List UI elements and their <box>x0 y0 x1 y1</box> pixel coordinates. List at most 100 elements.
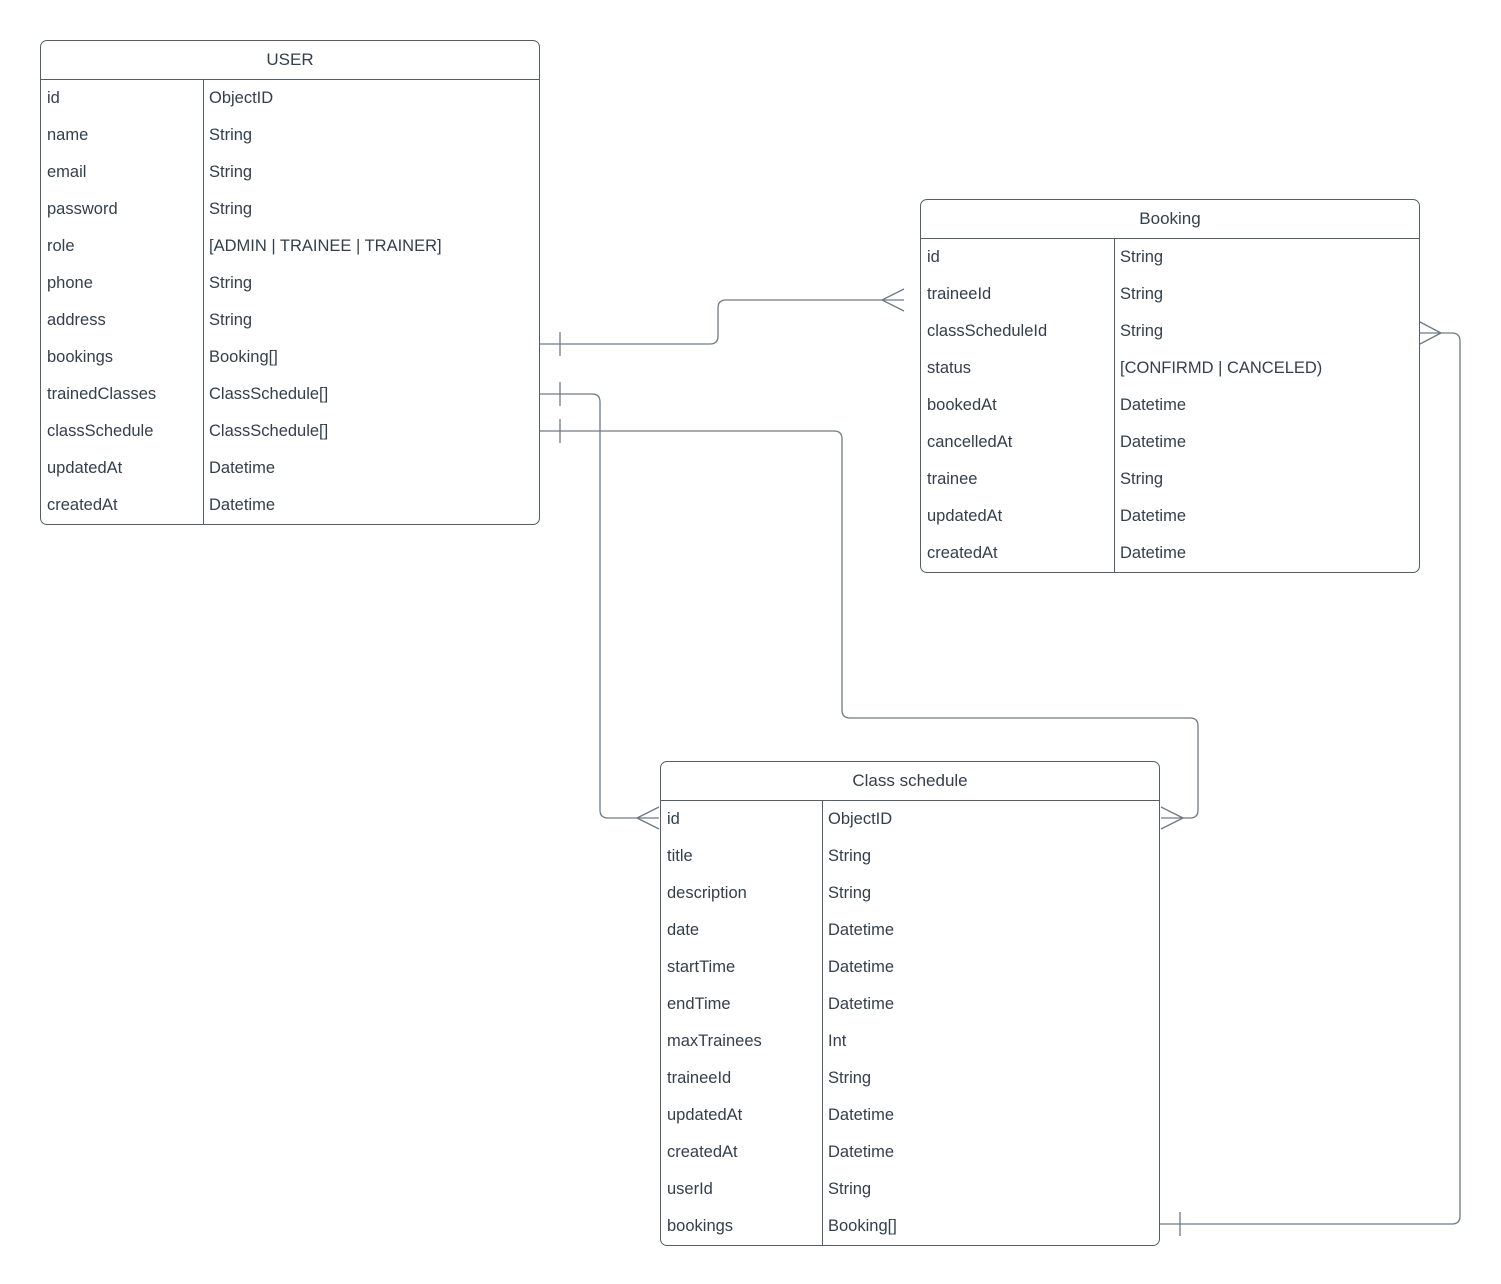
entity-row[interactable]: createdAt Datetime <box>661 1134 1159 1171</box>
entity-row[interactable]: status [CONFIRMD | CANCELED) <box>921 350 1419 387</box>
field-type: Booking[] <box>828 1217 897 1235</box>
entity-row[interactable]: updatedAt Datetime <box>661 1097 1159 1134</box>
field-name: traineeId <box>921 276 1115 313</box>
entity-row[interactable]: description String <box>661 875 1159 912</box>
field-type: String <box>828 1069 872 1087</box>
connector-user-bookings-to-booking[interactable] <box>540 288 905 356</box>
field-name: createdAt <box>41 487 204 524</box>
entity-row[interactable]: bookings Booking[] <box>661 1208 1159 1245</box>
field-type: ObjectID <box>209 89 274 107</box>
entity-row[interactable]: trainee String <box>921 461 1419 498</box>
entity-row[interactable]: traineeId String <box>661 1060 1159 1097</box>
entity-row[interactable]: userId String <box>661 1171 1159 1208</box>
field-name: trainedClasses <box>41 376 204 413</box>
connector-line <box>1160 332 1461 1225</box>
field-type: String <box>1120 248 1164 266</box>
field-type: [ADMIN | TRAINEE | TRAINER] <box>209 237 442 255</box>
field-name: userId <box>661 1171 823 1208</box>
crowsfoot-many-marker <box>1419 321 1442 345</box>
entity-row[interactable]: createdAt Datetime <box>41 487 539 524</box>
entity-body-booking: id String traineeId String classSchedule… <box>921 239 1419 572</box>
field-type: ClassSchedule[] <box>209 422 329 440</box>
field-name: classScheduleId <box>921 313 1115 350</box>
field-name: startTime <box>661 949 823 986</box>
field-type: String <box>209 163 253 181</box>
field-type: Datetime <box>1120 396 1187 414</box>
entity-row[interactable]: name String <box>41 117 539 154</box>
entity-row[interactable]: date Datetime <box>661 912 1159 949</box>
field-name: role <box>41 228 204 265</box>
entity-table-user[interactable]: USER id ObjectID name String email Strin… <box>40 40 540 525</box>
field-type: Datetime <box>1120 433 1187 451</box>
field-type: ObjectID <box>828 810 893 828</box>
field-name: name <box>41 117 204 154</box>
crowsfoot-many-marker <box>636 806 660 830</box>
field-name: id <box>41 80 204 117</box>
field-type: [CONFIRMD | CANCELED) <box>1120 359 1323 377</box>
entity-row[interactable]: traineeId String <box>921 276 1419 313</box>
field-type: Booking[] <box>209 348 278 366</box>
connector-booking-to-classschedule-bookings[interactable] <box>1160 321 1461 1236</box>
entity-row[interactable]: maxTrainees Int <box>661 1023 1159 1060</box>
entity-row[interactable]: id ObjectID <box>661 801 1159 838</box>
field-type: Datetime <box>828 1143 895 1161</box>
entity-row[interactable]: phone String <box>41 265 539 302</box>
field-name: phone <box>41 265 204 302</box>
entity-row[interactable]: createdAt Datetime <box>921 535 1419 572</box>
entity-table-booking[interactable]: Booking id String traineeId String class… <box>920 199 1420 573</box>
field-name: createdAt <box>921 535 1115 572</box>
field-name: bookings <box>661 1208 823 1245</box>
entity-row[interactable]: endTime Datetime <box>661 986 1159 1023</box>
entity-row[interactable]: id ObjectID <box>41 80 539 117</box>
field-name: classSchedule <box>41 413 204 450</box>
connector-user-trainedclasses-to-classschedule[interactable] <box>540 382 660 830</box>
field-type: ClassSchedule[] <box>209 385 329 403</box>
crowsfoot-many-marker <box>1160 806 1184 830</box>
field-type: String <box>209 274 253 292</box>
field-name: updatedAt <box>921 498 1115 535</box>
entity-table-class-schedule[interactable]: Class schedule id ObjectID title String … <box>660 761 1160 1246</box>
field-type: String <box>209 200 253 218</box>
field-name: date <box>661 912 823 949</box>
field-name: bookings <box>41 339 204 376</box>
entity-row[interactable]: classScheduleId String <box>921 313 1419 350</box>
field-name: email <box>41 154 204 191</box>
field-type: Datetime <box>1120 544 1187 562</box>
field-type: String <box>828 884 872 902</box>
entity-row[interactable]: bookings Booking[] <box>41 339 539 376</box>
crowsfoot-many-marker <box>881 288 905 312</box>
field-name: endTime <box>661 986 823 1023</box>
field-type: Datetime <box>209 459 276 477</box>
field-type: String <box>209 126 253 144</box>
field-type: String <box>828 847 872 865</box>
field-type: String <box>209 311 253 329</box>
connector-user-classschedule-to-classschedule[interactable] <box>540 419 1199 830</box>
field-type: String <box>1120 322 1164 340</box>
entity-row[interactable]: email String <box>41 154 539 191</box>
entity-row[interactable]: updatedAt Datetime <box>41 450 539 487</box>
entity-row[interactable]: bookedAt Datetime <box>921 387 1419 424</box>
field-name: title <box>661 838 823 875</box>
entity-row[interactable]: updatedAt Datetime <box>921 498 1419 535</box>
entity-row[interactable]: id String <box>921 239 1419 276</box>
entity-row[interactable]: role [ADMIN | TRAINEE | TRAINER] <box>41 228 539 265</box>
field-name: updatedAt <box>41 450 204 487</box>
entity-row[interactable]: password String <box>41 191 539 228</box>
field-name: description <box>661 875 823 912</box>
field-name: updatedAt <box>661 1097 823 1134</box>
field-name: bookedAt <box>921 387 1115 424</box>
entity-row[interactable]: address String <box>41 302 539 339</box>
entity-title-booking: Booking <box>921 200 1419 239</box>
entity-row[interactable]: title String <box>661 838 1159 875</box>
entity-row[interactable]: startTime Datetime <box>661 949 1159 986</box>
field-type: Datetime <box>828 921 895 939</box>
entity-row[interactable]: trainedClasses ClassSchedule[] <box>41 376 539 413</box>
entity-row[interactable]: cancelledAt Datetime <box>921 424 1419 461</box>
field-name: createdAt <box>661 1134 823 1171</box>
field-name: status <box>921 350 1115 387</box>
field-type: Datetime <box>209 496 276 514</box>
entity-row[interactable]: classSchedule ClassSchedule[] <box>41 413 539 450</box>
field-name: traineeId <box>661 1060 823 1097</box>
